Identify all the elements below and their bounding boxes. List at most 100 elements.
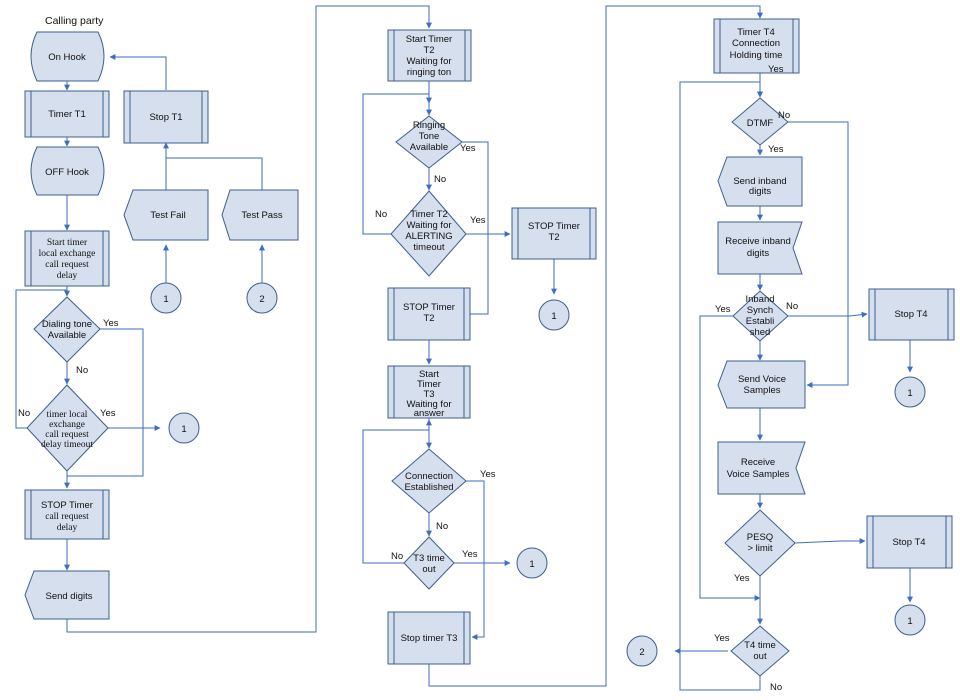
- label-timeout-yes: Yes: [100, 408, 116, 419]
- svg-text:timeout: timeout: [413, 242, 445, 253]
- node-connection-decision: Connection Established: [391, 448, 467, 514]
- svg-text:Available: Available: [410, 142, 448, 153]
- node-t4-timeout-decision: T4 time out: [730, 625, 790, 677]
- svg-text:Establi: Establi: [746, 316, 775, 327]
- svg-text:local exchange: local exchange: [39, 249, 96, 259]
- node-start-timer-t2: Start Timer T2 Waiting for ringing ton: [387, 29, 472, 82]
- node-t2-alerting-decision: Timer T2 Waiting for ALERTING timeout: [390, 190, 467, 277]
- svg-text:Inband: Inband: [745, 294, 774, 305]
- node-send-digits: Send digits: [24, 570, 110, 620]
- svg-text:Holding time: Holding time: [730, 50, 783, 61]
- svg-text:Stop T1: Stop T1: [149, 112, 182, 123]
- svg-text:exchange: exchange: [49, 420, 85, 430]
- node-stop-t1: Stop T1: [123, 90, 209, 144]
- connector-2-test-pass: 2: [246, 282, 278, 314]
- node-pesq-decision: PESQ > limit: [724, 509, 796, 577]
- svg-text:call request: call request: [45, 430, 89, 440]
- svg-text:timer local: timer local: [47, 410, 88, 420]
- label-synch-no: No: [786, 301, 798, 312]
- node-t3-timeout-decision: T3 time out: [403, 536, 455, 590]
- svg-text:Send Voice: Send Voice: [738, 374, 786, 385]
- node-dialing-tone-decision: Dialing tone Available: [33, 296, 101, 363]
- svg-text:Stop timer T3: Stop timer T3: [401, 633, 458, 644]
- svg-text:1: 1: [907, 616, 912, 627]
- svg-text:1: 1: [163, 294, 168, 305]
- diagram-title: Calling party: [45, 15, 104, 27]
- node-start-timer-t3: Start Timer T3 Waiting for answer: [387, 365, 471, 419]
- node-on-hook: On Hook: [30, 31, 105, 82]
- svg-text:STOP Timer: STOP Timer: [41, 500, 93, 511]
- svg-text:digits: digits: [747, 248, 769, 259]
- svg-text:Send digits: Send digits: [45, 591, 92, 602]
- label-connection-yes: Yes: [480, 469, 496, 480]
- node-stop-timer-call-request: STOP Timer call request delay: [24, 489, 110, 540]
- svg-text:1: 1: [907, 388, 912, 399]
- svg-text:Ringing: Ringing: [413, 120, 445, 131]
- connector-1-left: 1: [168, 412, 200, 444]
- svg-text:PESQ: PESQ: [747, 532, 773, 543]
- node-send-voice-samples: Send Voice Samples: [717, 360, 806, 409]
- svg-text:delay: delay: [57, 271, 78, 281]
- svg-text:digits: digits: [749, 186, 771, 197]
- svg-text:2: 2: [259, 294, 264, 305]
- label-dtmf-no: No: [778, 110, 790, 121]
- label-t2-no: No: [375, 209, 387, 220]
- svg-text:Start timer: Start timer: [47, 238, 88, 248]
- svg-text:Send inband: Send inband: [733, 176, 786, 187]
- svg-text:out: out: [753, 651, 767, 662]
- svg-text:Stop T4: Stop T4: [892, 537, 925, 548]
- svg-text:> limit: > limit: [747, 543, 772, 554]
- label-t3-yes: Yes: [462, 549, 478, 560]
- label-dialing-yes: Yes: [103, 318, 119, 329]
- node-stop-t4-a: Stop T4: [868, 288, 955, 341]
- svg-text:Synch: Synch: [747, 305, 773, 316]
- svg-text:2: 2: [639, 647, 644, 658]
- svg-text:delay timeout: delay timeout: [41, 440, 93, 450]
- svg-text:Test Fail: Test Fail: [150, 210, 185, 221]
- label-t4-timeout-yes: Yes: [714, 633, 730, 644]
- svg-text:call request: call request: [45, 260, 89, 270]
- svg-text:Receive inband: Receive inband: [725, 236, 791, 247]
- node-stop-timer-t3: Stop timer T3: [387, 611, 471, 665]
- svg-text:T4 time: T4 time: [744, 640, 776, 651]
- node-timer-local-timeout-decision: timer local exchange call request delay …: [26, 384, 109, 472]
- svg-text:Voice Samples: Voice Samples: [727, 469, 790, 480]
- svg-text:STOP Timer: STOP Timer: [528, 221, 580, 232]
- svg-text:Receive: Receive: [741, 457, 775, 468]
- label-ringing-yes: Yes: [460, 143, 476, 154]
- label-t4-yes: Yes: [768, 64, 784, 75]
- svg-text:Timer T1: Timer T1: [48, 109, 85, 120]
- svg-text:Waiting for: Waiting for: [406, 220, 451, 231]
- label-ringing-no: No: [434, 174, 446, 185]
- node-stop-timer-t2-bottom: STOP Timer T2: [387, 287, 471, 341]
- svg-text:Start: Start: [419, 369, 439, 380]
- edges: [15, 5, 913, 691]
- svg-text:shed: shed: [750, 327, 771, 338]
- node-receive-inband-digits: Receive inband digits: [717, 221, 803, 275]
- label-timeout-no: No: [18, 408, 30, 419]
- svg-text:T3 time: T3 time: [413, 553, 445, 564]
- svg-text:ALERTING: ALERTING: [405, 231, 452, 242]
- node-timer-t4-holding: Timer T4 Connection Holding time: [713, 18, 800, 74]
- svg-text:Timer T2: Timer T2: [410, 209, 447, 220]
- connector-1-mid-a: 1: [538, 299, 570, 331]
- svg-text:1: 1: [529, 559, 534, 570]
- label-pesq-yes: Yes: [734, 573, 750, 584]
- node-dtmf-decision: DTMF: [731, 97, 789, 146]
- node-send-inband-digits: Send inband digits: [717, 156, 803, 207]
- svg-text:T2: T2: [423, 313, 434, 324]
- label-t4-timeout-no: No: [770, 682, 782, 693]
- svg-text:Connection: Connection: [732, 38, 780, 49]
- connector-2-right: 2: [626, 635, 658, 667]
- node-test-pass: Test Pass: [221, 189, 299, 241]
- node-start-timer-local: Start timer local exchange call request …: [24, 230, 110, 287]
- connector-1-mid-b: 1: [516, 547, 548, 579]
- svg-text:out: out: [422, 564, 436, 575]
- label-connection-no: No: [436, 521, 448, 532]
- svg-text:Available: Available: [48, 330, 86, 341]
- svg-text:Dialing tone: Dialing tone: [42, 319, 92, 330]
- node-inband-synch-decision: Inband Synch Establi shed: [732, 290, 789, 342]
- svg-text:T3: T3: [423, 389, 434, 400]
- label-t3-no: No: [391, 551, 403, 562]
